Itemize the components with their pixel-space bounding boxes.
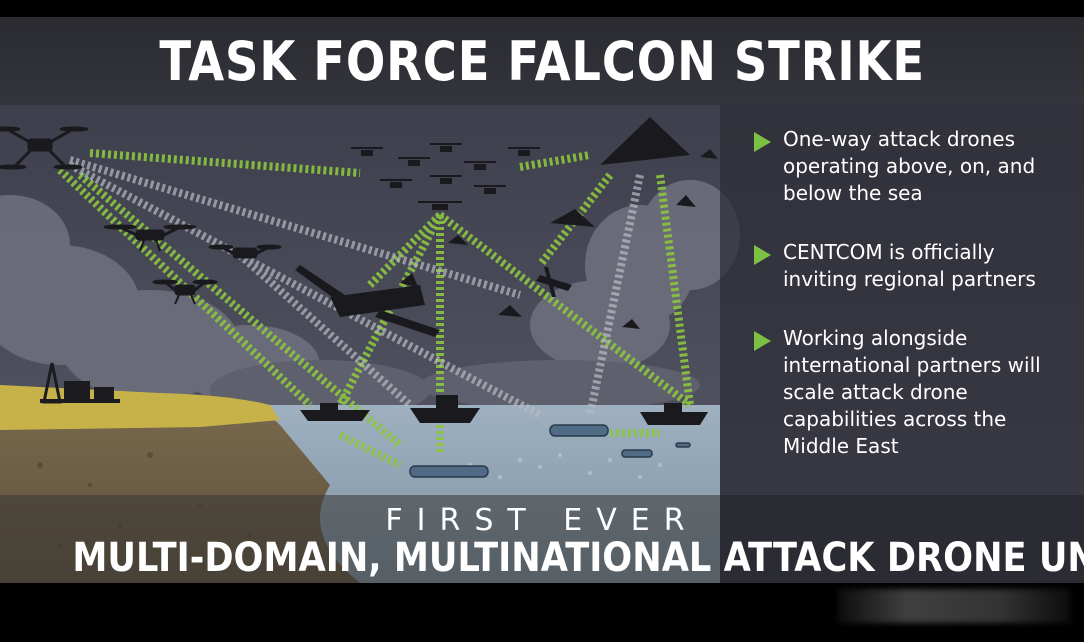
drone-scene: One-way attack drones operating above, o… [0, 105, 1084, 583]
bullet-text: Working alongside international partners… [783, 326, 1041, 458]
banner-headline-text: MULTI-DOMAIN, MULTINATIONAL ATTACK DRONE… [72, 535, 1084, 581]
small-delta-drones [448, 149, 718, 329]
letterbox-bottom [0, 583, 1084, 642]
ground-station [40, 362, 120, 404]
bullet-text: One-way attack drones operating above, o… [783, 127, 1036, 205]
delta-drone-small [550, 209, 595, 227]
sea-bubbles [468, 453, 662, 479]
banner-kicker: FIRST EVER [385, 503, 699, 538]
fixed-wing-uav-large [295, 265, 440, 337]
drone-swarm [351, 143, 540, 210]
banner-bg-left [0, 495, 720, 583]
surface-vessels [300, 395, 708, 425]
delta-wing-drone [600, 117, 690, 165]
bullet-item: Working alongside international partners… [754, 325, 1055, 460]
banner-bg-right [720, 495, 1084, 583]
underwater-vehicles [409, 424, 691, 478]
poster-title: TASK FORCE FALCON STRIKE [159, 29, 925, 93]
triangle-bullet-icon [754, 331, 771, 351]
triangle-bullet-icon [754, 245, 771, 265]
fixed-wing-uav-small [536, 267, 572, 297]
triangle-bullet-icon [754, 132, 771, 152]
infographic-poster: TASK FORCE FALCON STRIKE [0, 17, 1084, 583]
banner-headline: MULTI-DOMAIN, MULTINATIONAL ATTACK DRONE… [0, 535, 1084, 581]
quadcopter-drones [0, 126, 282, 305]
bullet-item: CENTCOM is officially inviting regional … [754, 239, 1055, 293]
gray-data-links [68, 156, 644, 419]
watermark-logo [838, 589, 1070, 623]
title-band: TASK FORCE FALCON STRIKE [0, 17, 1084, 105]
letterbox-top [0, 0, 1084, 17]
bullet-text: CENTCOM is officially inviting regional … [783, 240, 1036, 291]
bullet-item: One-way attack drones operating above, o… [754, 126, 1055, 207]
bottom-banner: FIRST EVER MULTI-DOMAIN, MULTINATIONAL A… [0, 495, 1084, 583]
clouds [0, 180, 740, 405]
